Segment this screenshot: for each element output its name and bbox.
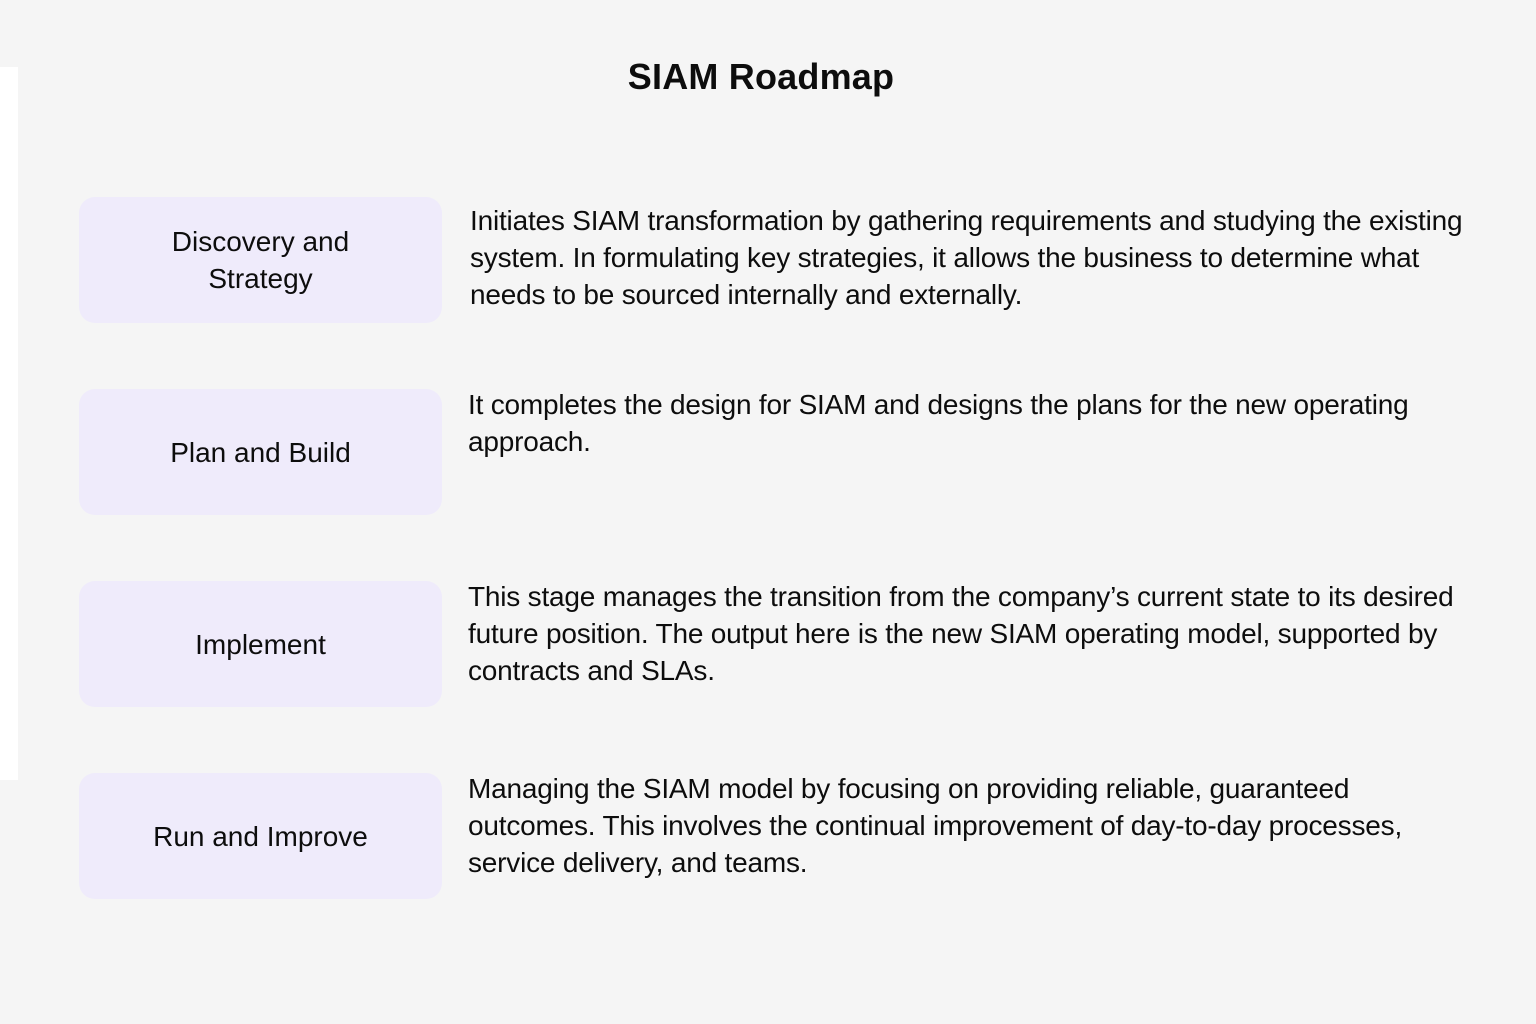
- stage-description: It completes the design for SIAM and des…: [468, 389, 1409, 457]
- stage-label: Run and Improve: [153, 820, 368, 852]
- stage-run-and-improve: Run and Improve Managing the SIAM model …: [79, 773, 1479, 899]
- stage-label: Discovery and Strategy: [171, 226, 350, 294]
- stage-label: Implement: [195, 628, 326, 660]
- stage-discovery-and-strategy: Discovery and Strategy Initiates SIAM tr…: [79, 197, 1479, 323]
- stage-label: Plan and Build: [170, 436, 351, 468]
- stage-label-box: Run and Improve: [79, 773, 442, 899]
- stage-description: Initiates SIAM transformation by gatheri…: [470, 205, 1463, 310]
- stage-label-box: Plan and Build: [79, 389, 442, 515]
- stage-label-box: Discovery and Strategy: [79, 197, 442, 323]
- stage-plan-and-build: Plan and Build It completes the design f…: [79, 389, 1479, 515]
- left-panel-edge: [0, 67, 18, 780]
- stage-label-box: Implement: [79, 581, 442, 707]
- stage-implement: Implement This stage manages the transit…: [79, 581, 1479, 707]
- stage-description: This stage manages the transition from t…: [468, 581, 1454, 686]
- page-title: SIAM Roadmap: [627, 56, 895, 97]
- stage-description: Managing the SIAM model by focusing on p…: [468, 773, 1403, 878]
